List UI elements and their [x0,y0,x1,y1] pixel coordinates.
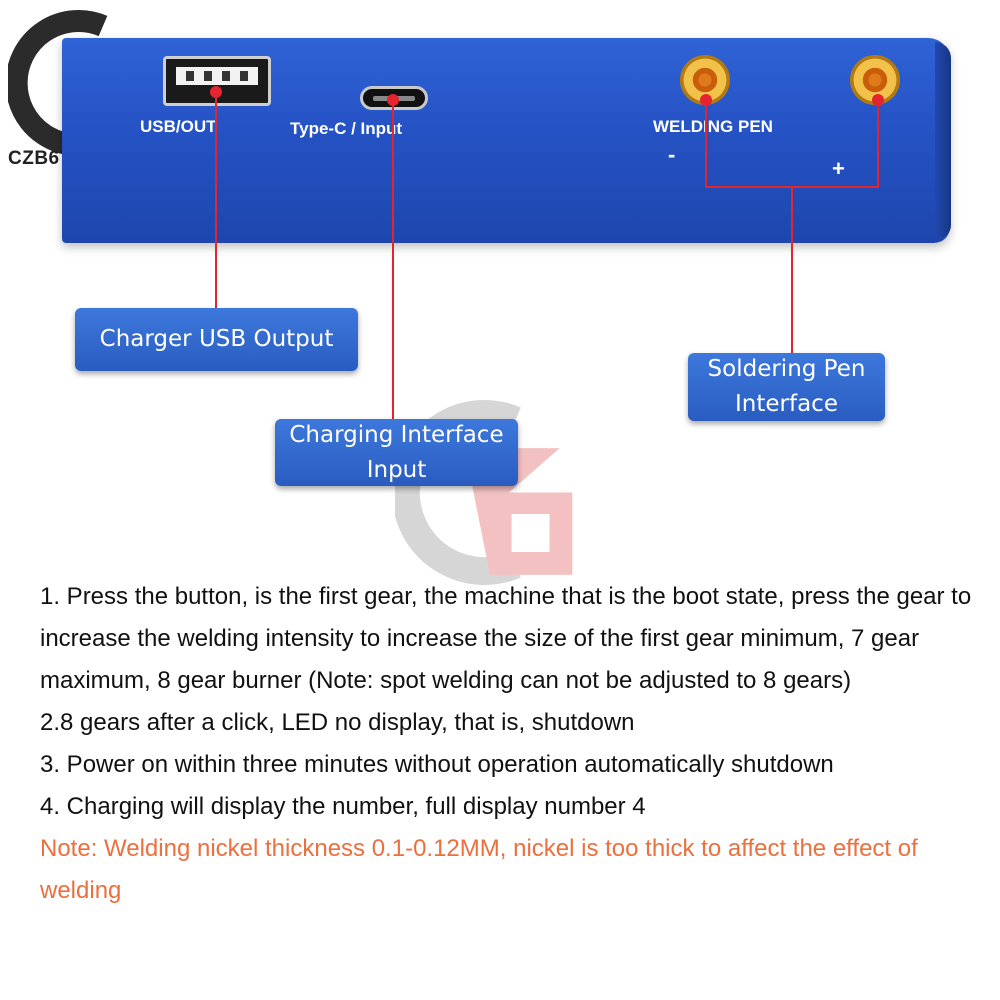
callout-charger-usb-output-text: Charger USB Output [99,326,334,352]
device-side-edge [935,42,951,238]
callout-soldering-pen-interface: Soldering Pen Interface [688,353,885,421]
callout-charging-line1: Charging Interface [289,421,504,448]
instruction-notes: 1. Press the button, is the first gear, … [40,576,990,912]
type-c-input-label: Type-C / Input [290,119,403,138]
note-item-3: 3. Power on within three minutes without… [40,751,834,778]
positive-sign: + [832,156,845,181]
usb-out-label: USB/OUT [140,117,217,136]
note-item-1: 1. Press the button, is the first gear, … [40,583,972,694]
welding-thickness-warning: Note: Welding nickel thickness 0.1-0.12M… [40,835,918,904]
callout-charger-usb-output: Charger USB Output [75,308,358,371]
callout-soldering-line1: Soldering Pen [707,356,866,382]
note-item-4: 4. Charging will display the number, ful… [40,793,646,820]
usb-port-tongue [176,67,258,85]
welding-pen-positive-jack [850,55,900,105]
usb-output-port [163,56,271,106]
type-c-input-port [360,86,428,110]
note-item-2: 2.8 gears after a click, LED no display,… [40,709,635,736]
type-c-port-tongue [373,96,415,101]
welding-pen-negative-jack [680,55,730,105]
callout-charging-interface-input: Charging Interface Input [275,419,518,486]
welding-pen-label: WELDING PEN [653,117,773,136]
callout-charging-line2: Input [366,456,427,483]
negative-sign: - [668,142,676,167]
callout-soldering-line2: Interface [735,391,838,417]
